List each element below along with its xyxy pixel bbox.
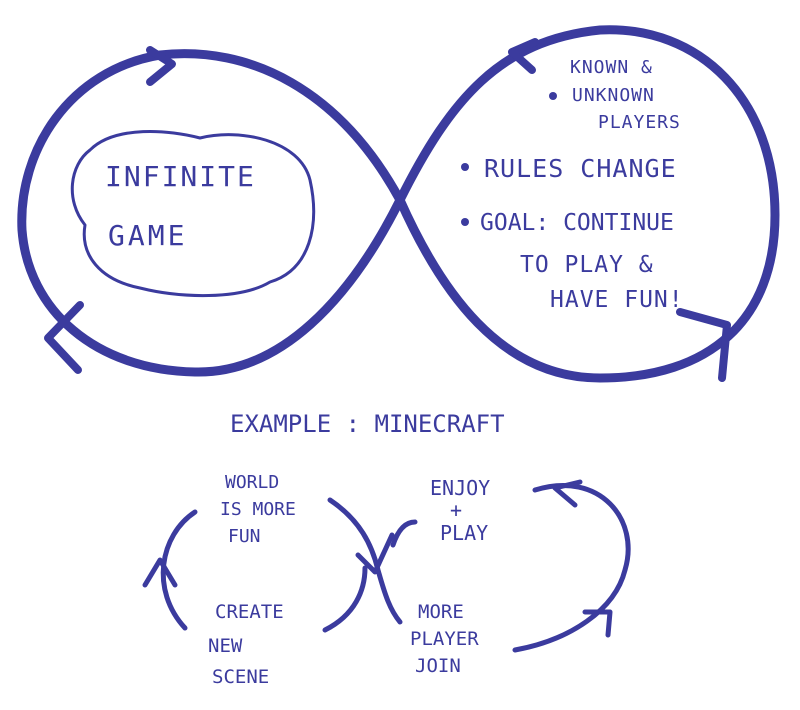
loop-right-arc — [512, 483, 631, 653]
bullet-2-line-1: RULES CHANGE — [484, 154, 677, 183]
title-line-2: GAME — [108, 219, 187, 252]
node-create-line-2: NEW — [208, 635, 243, 657]
arrow-top-right — [508, 38, 539, 74]
bullet-dot-3 — [461, 218, 469, 226]
example-heading: EXAMPLE : MINECRAFT — [230, 410, 505, 438]
bullet-dot-2 — [461, 163, 469, 171]
enjoy-tick — [390, 519, 418, 548]
arrow-bottom-right — [676, 308, 731, 382]
node-more-line-3: JOIN — [415, 655, 461, 677]
bullet-3-line-1: GOAL: CONTINUE — [480, 210, 674, 236]
node-enjoy-line-2: + — [450, 498, 462, 522]
loop-right-arrow-bottom — [582, 609, 613, 638]
node-more-line-2: PLAYER — [410, 628, 479, 650]
node-enjoy-line-3: PLAY — [440, 521, 488, 545]
bullet-1-line-3: PLAYERS — [598, 112, 681, 133]
node-world-line-2: IS MORE — [220, 499, 296, 520]
cross-create-to-enjoy — [322, 565, 368, 633]
bullet-3-line-2: TO PLAY & — [520, 252, 654, 278]
arrow-top-left — [146, 46, 176, 86]
node-create-line-1: CREATE — [215, 601, 284, 623]
infinity-loop — [17, 25, 780, 383]
node-world-line-3: FUN — [228, 526, 261, 547]
bullet-1-line-1: KNOWN & — [570, 57, 653, 78]
bullet-1-line-2: UNKNOWN — [572, 85, 655, 106]
node-enjoy-line-1: ENJOY — [430, 476, 490, 500]
cross-arrow-head — [355, 532, 395, 575]
node-more-line-1: MORE — [418, 601, 464, 623]
title-line-1: INFINITE — [105, 160, 256, 193]
arrow-bottom-left — [44, 301, 84, 374]
node-create-line-3: SCENE — [212, 666, 269, 688]
bullet-3-line-3: HAVE FUN! — [550, 287, 684, 313]
node-world-line-1: WORLD — [225, 472, 279, 493]
loop-left-arrow — [142, 557, 178, 588]
bullet-dot-1 — [549, 92, 557, 100]
title-cloud — [70, 130, 316, 297]
loop-right-arrow-top — [552, 479, 583, 508]
